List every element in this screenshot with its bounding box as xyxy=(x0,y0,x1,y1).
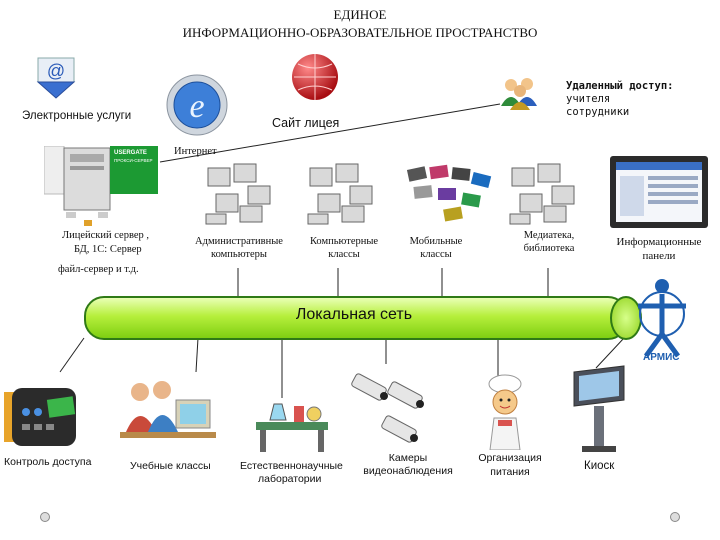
kiosk-icon xyxy=(566,364,632,454)
laptops-icon xyxy=(404,164,496,226)
cams-line-1: Камеры xyxy=(388,452,428,464)
chef-icon xyxy=(480,374,530,451)
e-services-label: Электронные услуги xyxy=(22,110,132,122)
food-line-2: питания xyxy=(490,466,530,478)
labs-line-2: лаборатории xyxy=(258,473,322,485)
server-line-3: файл-сервер и т.д. xyxy=(58,264,139,275)
kiosk-label: Киоск xyxy=(584,460,615,472)
admin-computers-icon xyxy=(204,162,274,226)
armis-label: АРМИС xyxy=(643,352,680,363)
remote-staff: сотрудники xyxy=(566,106,630,118)
usergate-sub: ПРОКСИ-СЕРВЕР xyxy=(114,158,153,163)
lan-label: Локальная сеть xyxy=(295,306,413,323)
footer-dot-left xyxy=(40,512,50,522)
users-icon xyxy=(498,74,542,110)
panels-line-1: Информационные xyxy=(616,236,702,248)
access-reader-icon xyxy=(4,382,84,452)
mobile-line-1: Мобильные xyxy=(409,236,463,247)
library-computers-icon xyxy=(508,162,578,226)
lab-equipment-icon xyxy=(254,398,330,454)
armis-logo xyxy=(632,276,692,372)
server-line-2: БД, 1С: Сервер xyxy=(74,244,142,255)
library-line-1: Медиатека, xyxy=(523,230,575,241)
local-network-bar-end xyxy=(610,296,642,340)
admin-line-2: компьютеры xyxy=(211,249,267,260)
info-panel-icon xyxy=(608,154,710,230)
computer-classes-icon xyxy=(306,162,376,226)
remote-teachers: учителя xyxy=(566,93,611,105)
study-label: Учебные классы xyxy=(130,460,211,472)
library-line-2: библиотека xyxy=(523,243,575,254)
browser-globe-icon: e xyxy=(164,72,230,138)
students-computer-icon xyxy=(116,376,220,454)
food-line-1: Организация xyxy=(478,452,542,464)
cctv-cameras-icon xyxy=(348,368,432,452)
remote-access-title: Удаленный доступ: xyxy=(566,80,674,92)
local-network-bar xyxy=(84,296,628,340)
server-icon xyxy=(43,145,160,226)
mobile-line-2: классы xyxy=(420,249,452,260)
site-label[interactable]: Сайт лицея xyxy=(272,116,340,130)
email-icon: @ xyxy=(36,54,76,100)
cams-line-2: видеонаблюдения xyxy=(363,465,453,477)
footer-dot-right xyxy=(670,512,680,522)
internet-label: Интернет xyxy=(174,146,217,157)
title-line-1: ЕДИНОЕ xyxy=(333,7,387,22)
labs-line-1: Естественнонаучные xyxy=(240,460,343,472)
classes-line-1: Компьютерные xyxy=(309,236,379,247)
access-label: Контроль доступа xyxy=(4,456,92,468)
svg-text:@: @ xyxy=(47,61,65,81)
admin-line-1: Административные xyxy=(195,236,283,247)
classes-line-2: классы xyxy=(328,249,360,260)
panels-line-2: панели xyxy=(642,250,676,262)
server-line-1: Лицейский сервер , xyxy=(62,230,150,241)
usergate-label: USERGATE xyxy=(114,150,147,156)
site-sphere-icon xyxy=(290,52,340,102)
svg-text:e: e xyxy=(189,88,204,125)
title-line-2: ИНФОРМАЦИОННО-ОБРАЗОВАТЕЛЬНОЕ ПРОСТРАНСТ… xyxy=(182,25,538,40)
